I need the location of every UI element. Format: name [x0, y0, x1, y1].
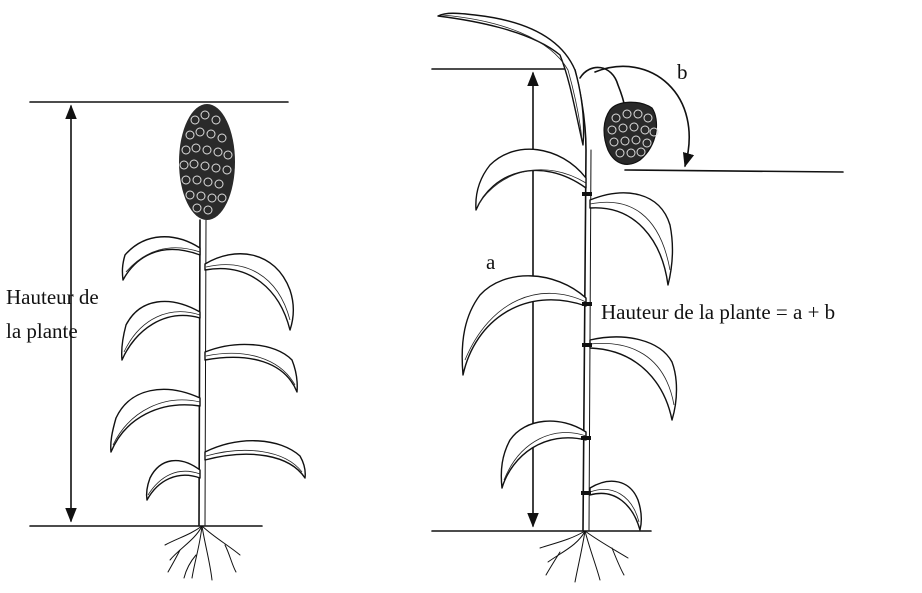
left-leaf-4: [205, 344, 297, 392]
right-leaf-2: [590, 193, 672, 285]
left-leaf-5: [111, 389, 200, 452]
right-leaf-3: [462, 276, 586, 375]
left-height-label-line2: la plante: [6, 317, 78, 346]
left-leaf-7: [147, 461, 200, 500]
left-stem: [199, 220, 200, 525]
left-leaf-6: [205, 441, 305, 478]
right-panicle: [604, 102, 658, 164]
right-flag-leaf: [438, 13, 584, 145]
right-leaf-6: [590, 481, 641, 530]
right-peduncle: [580, 67, 625, 108]
label-a: a: [486, 248, 495, 277]
left-roots: [165, 526, 240, 580]
right-leaf-5: [501, 421, 586, 488]
left-leaf-3: [122, 301, 200, 360]
height-formula: Hauteur de la plante = a + b: [601, 298, 835, 327]
right-leaf-4: [590, 337, 677, 420]
right-leaf-1: [476, 149, 586, 210]
right-roots: [540, 531, 628, 582]
label-b: b: [677, 58, 688, 87]
left-leaf-1: [122, 237, 200, 280]
right-panicle-base-line: [625, 170, 843, 172]
left-height-label-line1: Hauteur de: [6, 283, 99, 312]
left-panicle: [179, 104, 235, 220]
